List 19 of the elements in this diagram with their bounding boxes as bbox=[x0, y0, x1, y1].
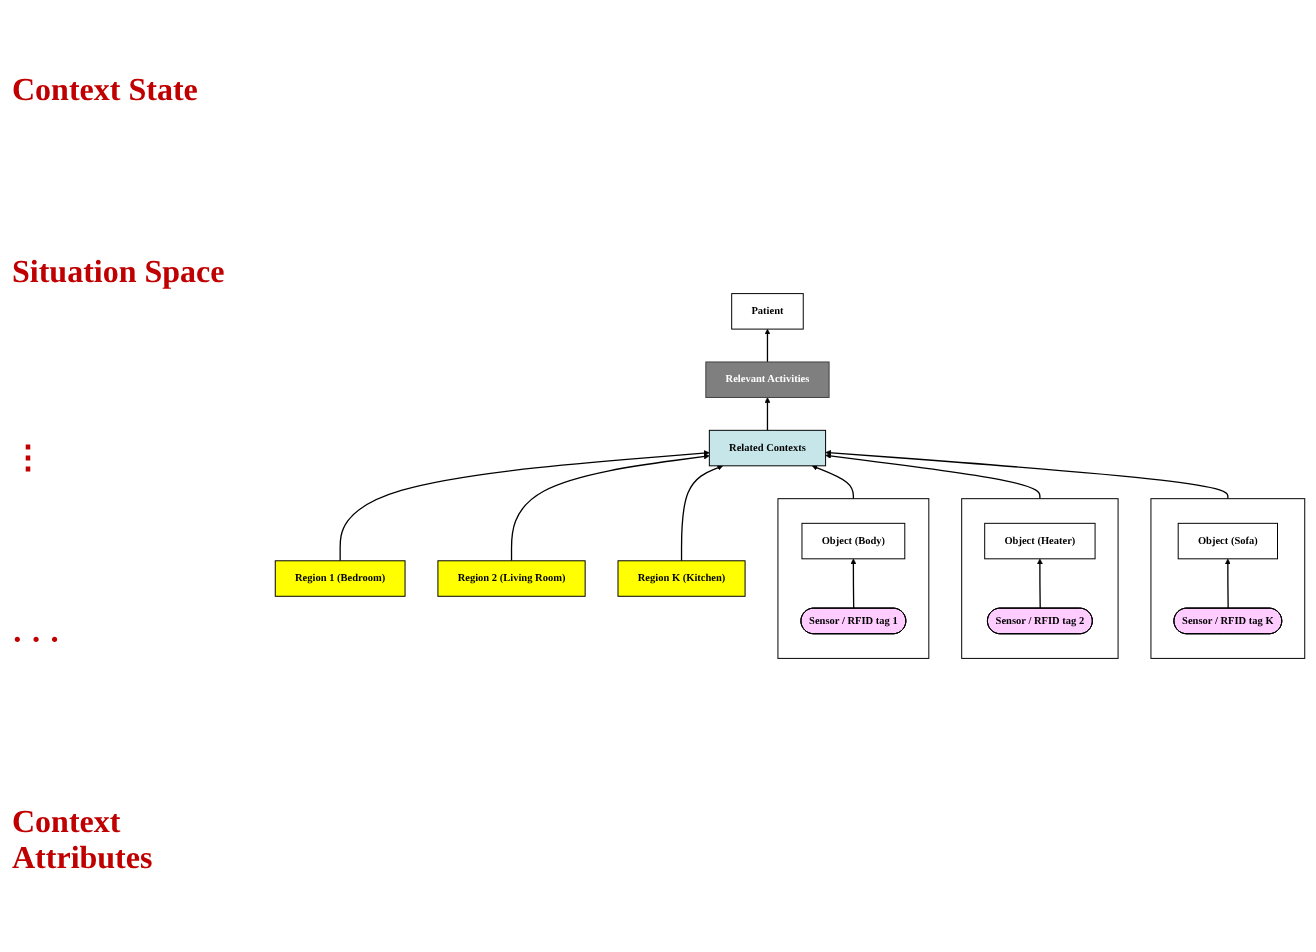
arrow bbox=[825, 449, 1229, 500]
arrow bbox=[339, 450, 710, 562]
annotation-label: Situation Space bbox=[12, 255, 227, 292]
annotation-label: Context State bbox=[12, 73, 200, 110]
annotation-label: Context Attributes bbox=[12, 806, 155, 879]
arrow bbox=[811, 465, 855, 500]
arrow bbox=[825, 453, 1041, 500]
cluster bbox=[1150, 498, 1306, 659]
annotation-label: ⋮ bbox=[12, 439, 46, 478]
arrow bbox=[680, 465, 724, 562]
annotation-label: · · · bbox=[12, 624, 63, 661]
arrow bbox=[764, 328, 771, 363]
arrow bbox=[764, 397, 771, 431]
arrow bbox=[1037, 558, 1043, 610]
arrow bbox=[850, 558, 857, 610]
arrow bbox=[1224, 558, 1231, 610]
cluster bbox=[777, 498, 930, 659]
arrow bbox=[510, 453, 710, 562]
cluster bbox=[961, 498, 1119, 659]
